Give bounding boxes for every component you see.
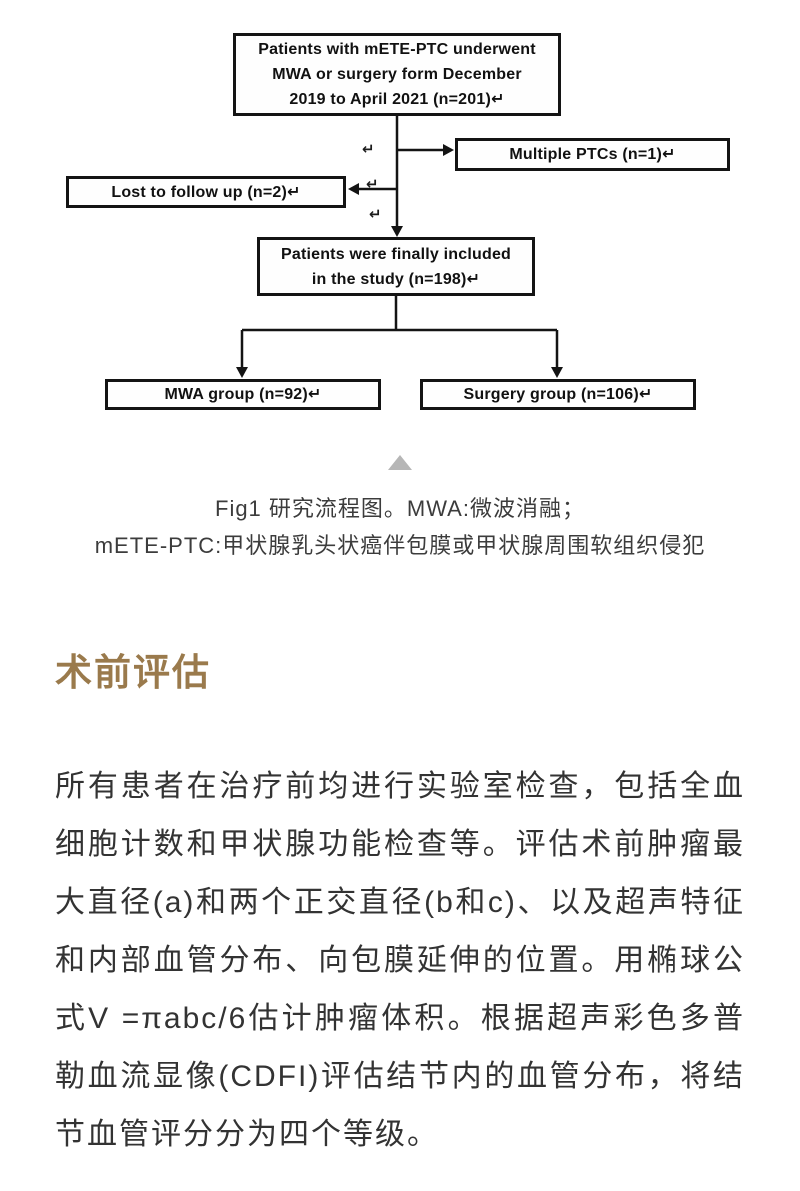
body-paragraph: 所有患者在治疗前均进行实验室检查，包括全血细胞计数和甲状腺功能检查等。评估术前肿…: [55, 770, 745, 1151]
flowchart-box-multiple-ptcs: Multiple PTCs (n=1)↵: [455, 138, 730, 171]
figure-caption: Fig1 研究流程图。MWA:微波消融； mETE-PTC:甲状腺乳头状癌伴包膜…: [0, 490, 800, 564]
flowchart-box-line: 2019 to April 2021 (n=201)↵: [289, 91, 505, 108]
flowchart-box-surgery-group: Surgery group (n=106)↵: [420, 379, 696, 410]
return-mark-icon: ↵: [366, 176, 379, 193]
figure-caption-line1: Fig1 研究流程图。MWA:微波消融；: [215, 496, 585, 521]
flowchart-box-finally-included: Patients were finally included in the st…: [257, 237, 535, 296]
flowchart-box-line: Lost to follow up (n=2)↵: [111, 183, 301, 201]
return-mark-icon: ↵: [362, 141, 375, 158]
return-mark-icon: ↵: [369, 206, 382, 223]
flowchart-connectors: [236, 116, 563, 378]
section-heading: 术前评估: [55, 653, 211, 694]
flowchart-box-line: Patients with mETE-PTC underwent: [258, 41, 536, 58]
flowchart-box-mwa-group: MWA group (n=92)↵: [105, 379, 381, 410]
figure-caption-line2: mETE-PTC:甲状腺乳头状癌伴包膜或甲状腺周围软组织侵犯: [94, 533, 706, 558]
flowchart-box-line: MWA group (n=92)↵: [164, 386, 322, 403]
flowchart-box-line: in the study (n=198)↵: [311, 270, 481, 288]
flowchart-box-line: MWA or surgery form December: [272, 66, 522, 83]
triangle-up-icon: [388, 455, 412, 470]
flowchart-box-patients-underwent: Patients with mETE-PTC underwent MWA or …: [233, 33, 561, 116]
flowchart-box-line: Patients were finally included: [280, 245, 512, 263]
flowchart-box-line: Multiple PTCs (n=1)↵: [509, 146, 676, 163]
flowchart-box-line: Surgery group (n=106)↵: [463, 386, 653, 403]
flowchart-box-lost-to-follow-up: Lost to follow up (n=2)↵: [66, 176, 346, 208]
study-flowchart: Patients with mETE-PTC underwent MWA or …: [0, 0, 800, 432]
